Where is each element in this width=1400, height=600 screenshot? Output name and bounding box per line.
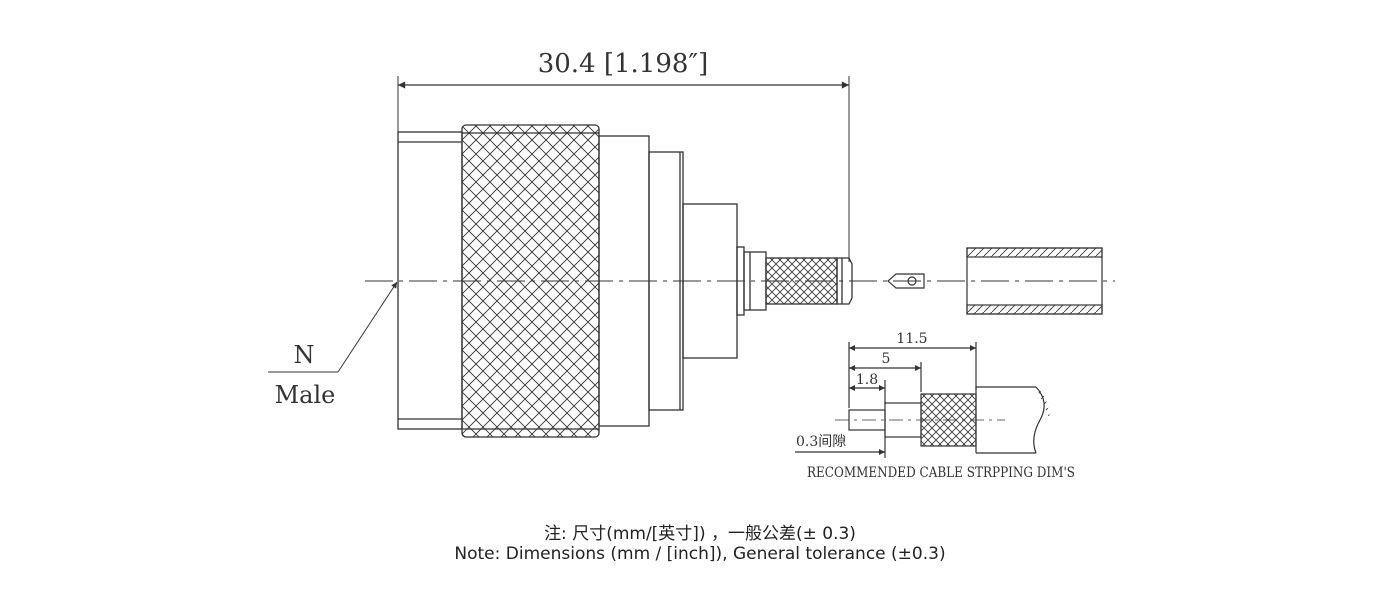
strip-dim-a: 11.5 — [896, 331, 927, 347]
connector-label-male: Male — [275, 381, 336, 409]
connector-type-label: N Male — [268, 281, 398, 409]
strip-dim-b: 5 — [882, 351, 891, 367]
cable-strip-detail: 11.5 5 1.8 0.3间隙 RECOMMENDED CABLE STRPP… — [795, 331, 1075, 481]
technical-drawing: 30.4 [1.198″] — [268, 49, 1115, 481]
center-pin — [887, 273, 925, 289]
strip-dim-c: 1.8 — [856, 372, 878, 388]
strip-gap-label: 0.3间隙 — [796, 434, 846, 450]
crimp-ferrule — [966, 247, 1103, 315]
connector-label-n: N — [294, 341, 315, 369]
overall-dimension: 30.4 [1.198″] — [397, 49, 850, 262]
strip-caption: RECOMMENDED CABLE STRPPING DIM'S — [807, 465, 1075, 481]
note-english: Note: Dimensions (mm / [inch]), General … — [454, 544, 946, 564]
overall-length-label: 30.4 [1.198″] — [538, 49, 709, 79]
note-chinese: 注: 尺寸(mm/[英寸]) ，一般公差(± 0.3) — [544, 524, 856, 544]
